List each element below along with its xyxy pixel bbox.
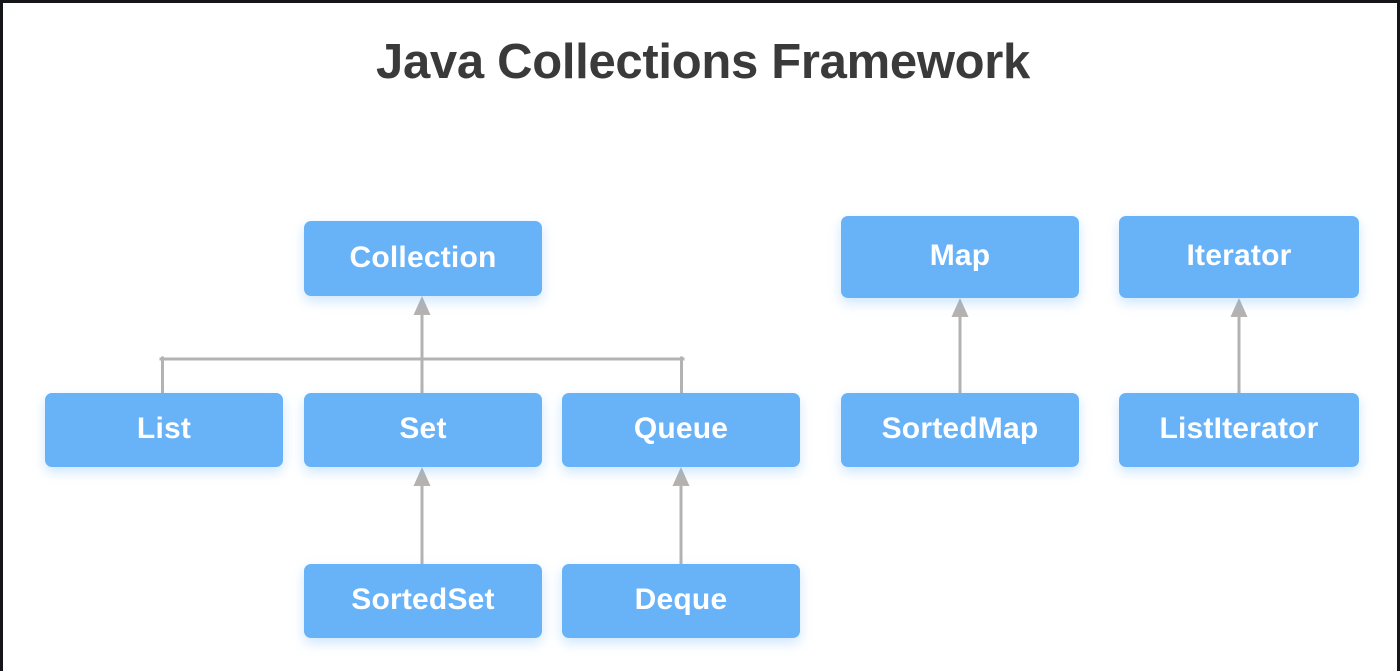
node-sortedset-label: SortedSet bbox=[351, 583, 495, 616]
node-iterator-label: Iterator bbox=[1186, 239, 1292, 272]
arrowhead-to-set bbox=[413, 467, 431, 486]
node-list-label: List bbox=[136, 412, 192, 445]
node-iterator[interactable]: Iterator bbox=[1119, 216, 1359, 298]
node-map-label: Map bbox=[929, 239, 991, 272]
arrowhead-to-queue bbox=[672, 467, 690, 486]
edge-sortedmap-to-map bbox=[951, 298, 969, 395]
node-set[interactable]: Set bbox=[304, 393, 542, 467]
node-queue[interactable]: Queue bbox=[562, 393, 800, 467]
node-sortedset[interactable]: SortedSet bbox=[304, 564, 542, 638]
node-deque[interactable]: Deque bbox=[562, 564, 800, 638]
node-collection-label: Collection bbox=[349, 240, 497, 274]
node-listiterator-label: ListIterator bbox=[1159, 412, 1319, 445]
node-listiterator[interactable]: ListIterator bbox=[1119, 393, 1359, 467]
edge-collection-bus bbox=[159, 296, 685, 397]
node-sortedmap[interactable]: SortedMap bbox=[841, 393, 1079, 467]
node-deque-label: Deque bbox=[634, 583, 728, 616]
edge-deque-to-queue bbox=[672, 467, 690, 566]
node-collection[interactable]: Collection bbox=[304, 221, 542, 296]
edge-listiterator-to-iterator bbox=[1230, 298, 1248, 395]
arrowhead-to-iterator bbox=[1230, 298, 1248, 317]
arrowhead-to-map bbox=[951, 298, 969, 317]
page-title: Java Collections Framework bbox=[376, 35, 1030, 89]
edge-sortedset-to-set bbox=[413, 467, 431, 566]
node-queue-label: Queue bbox=[633, 412, 729, 445]
arrowhead-to-collection bbox=[413, 296, 431, 315]
node-map[interactable]: Map bbox=[841, 216, 1079, 298]
node-list[interactable]: List bbox=[45, 393, 283, 467]
node-sortedmap-label: SortedMap bbox=[881, 412, 1039, 445]
node-set-label: Set bbox=[399, 412, 447, 445]
